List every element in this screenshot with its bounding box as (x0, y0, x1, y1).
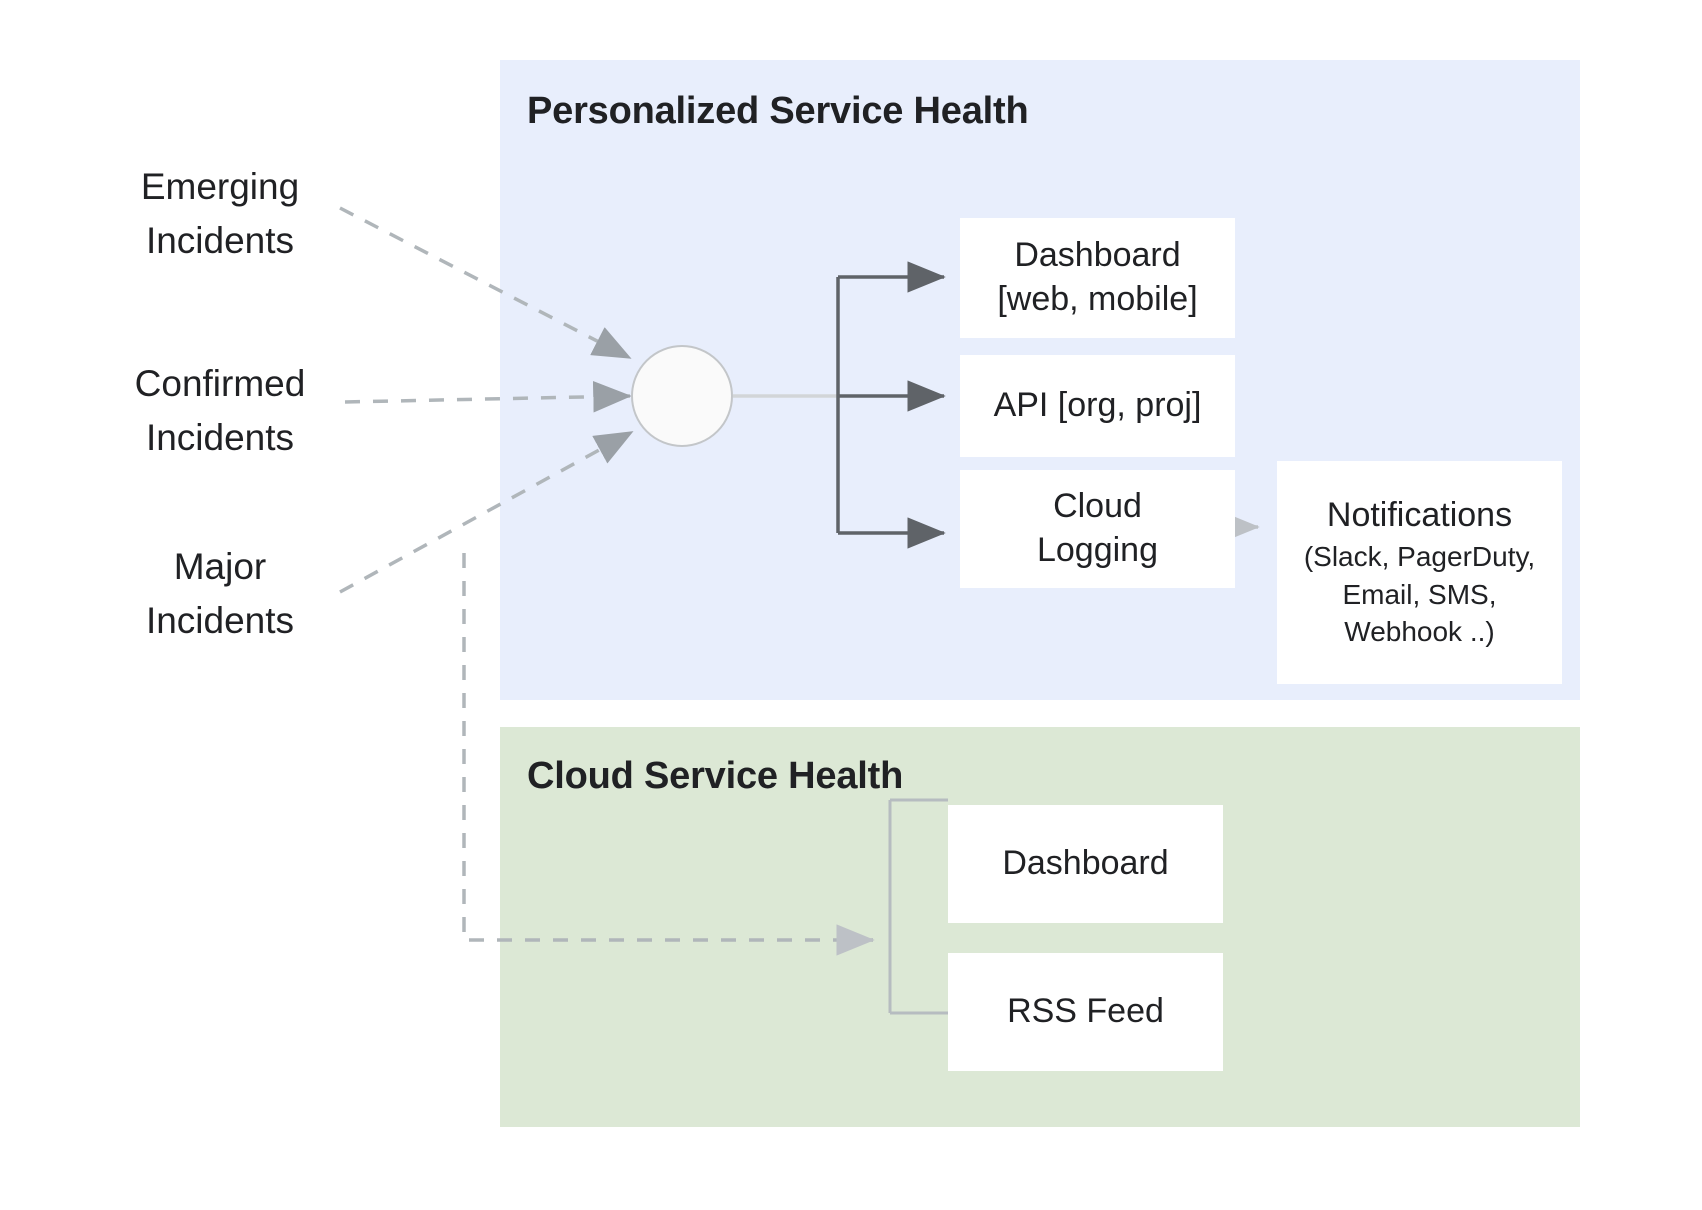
box-csh-rss-label: RSS Feed (1007, 992, 1164, 1031)
panel-title-cloud-service-health: Cloud Service Health (527, 755, 904, 797)
box-dashboard-web-mobile[interactable]: Dashboard [web, mobile] (960, 218, 1235, 338)
box-api-org-proj[interactable]: API [org, proj] (960, 355, 1235, 457)
input-label-emerging-incidents: Emerging Incidents (140, 166, 300, 261)
box-notifications[interactable]: Notifications (Slack, PagerDuty, Email, … (1277, 461, 1562, 684)
panel-title-personalized-service-health: Personalized Service Health (527, 90, 1029, 132)
input-label-confirmed-incidents: Confirmed Incidents (134, 363, 306, 458)
box-api-label: API [org, proj] (993, 386, 1202, 425)
box-csh-dashboard-label: Dashboard (1002, 844, 1169, 883)
notifications-detail-line2: Email, SMS, (1342, 578, 1497, 610)
box-cloud-logging-line1: Cloud (1053, 487, 1142, 526)
box-dashboard-line2: [web, mobile] (997, 280, 1198, 318)
box-csh-dashboard[interactable]: Dashboard (948, 805, 1223, 923)
box-csh-rss-feed[interactable]: RSS Feed (948, 953, 1223, 1071)
notifications-title: Notifications (1326, 496, 1513, 535)
notifications-detail-line1: (Slack, PagerDuty, (1303, 540, 1536, 572)
input-label-major-incidents: Major Incidents (145, 546, 295, 641)
notifications-detail-line3: Webhook ..) (1344, 616, 1495, 648)
box-cloud-logging-line2: Logging (1036, 531, 1158, 569)
box-dashboard-line1: Dashboard (1014, 236, 1181, 275)
incident-hub-node[interactable] (631, 345, 733, 447)
box-cloud-logging[interactable]: Cloud Logging (960, 470, 1235, 588)
